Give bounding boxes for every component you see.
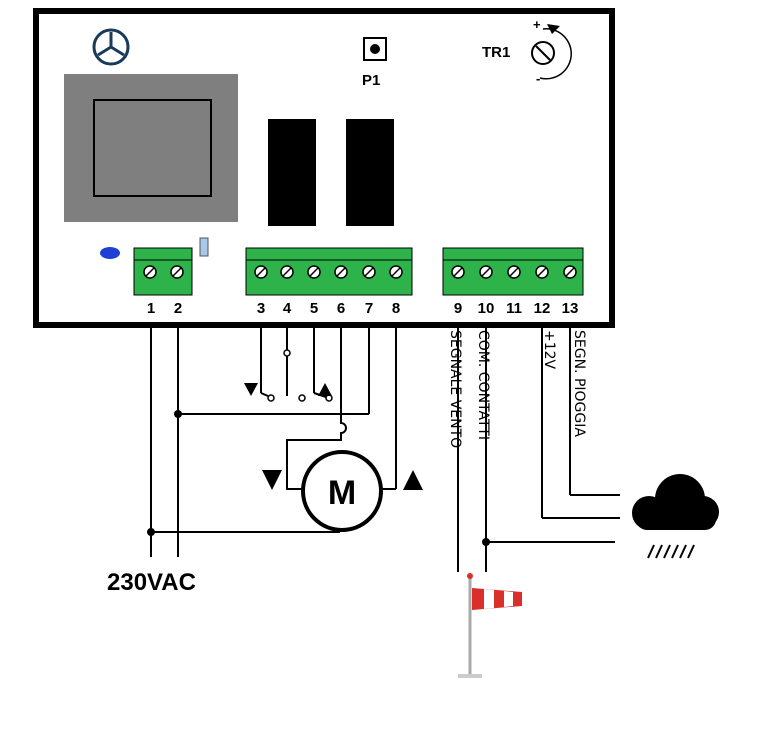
switch-contact <box>298 394 306 402</box>
pushbutton-label: P1 <box>362 72 380 89</box>
terminal-number: 9 <box>454 300 462 317</box>
switch-contact <box>267 394 275 402</box>
up-arrow-icon <box>403 470 423 490</box>
trimmer-plus-sign: + <box>533 17 541 32</box>
wire-junction <box>147 528 155 536</box>
terminal-number: 13 <box>562 300 579 317</box>
sensor-wires <box>457 325 620 572</box>
wire-label-com-contatti: COM. CONTATTI <box>475 330 491 440</box>
direction-switch <box>260 325 342 398</box>
terminal-block-power <box>133 247 193 296</box>
transformer <box>64 74 238 222</box>
fuse-indicator <box>199 237 209 257</box>
wire-junction <box>174 410 182 418</box>
terminal-number: 5 <box>310 300 318 317</box>
switch-contact <box>283 349 291 357</box>
wire-label-plus-12v: +12V <box>541 330 557 370</box>
terminal-block-sensors <box>442 247 584 296</box>
motor-wires <box>286 325 397 490</box>
wire-label-segn-pioggia: SEGN. PIOGGIA <box>571 330 587 437</box>
terminal-number: 12 <box>534 300 551 317</box>
trimmer-icon <box>531 24 572 80</box>
motor-label: M <box>328 474 356 512</box>
pushbutton-p1 <box>363 37 387 61</box>
terminal-block-motor <box>245 247 413 296</box>
terminal-number: 11 <box>506 300 522 317</box>
supply-voltage-label: 230VAC <box>107 569 196 596</box>
terminal-number: 4 <box>283 300 292 317</box>
terminal-number: 7 <box>365 300 373 317</box>
relay-2 <box>346 119 394 226</box>
windsock-icon <box>458 573 522 678</box>
wire-label-segnale-vento: SEGNALE VENTO <box>447 330 463 448</box>
terminal-number: 8 <box>392 300 400 317</box>
terminal-number: 2 <box>174 300 182 317</box>
down-arrow-icon <box>262 470 282 490</box>
trimmer-label: TR1 <box>482 44 510 61</box>
rain-cloud-icon <box>632 474 719 559</box>
trimmer-minus-sign: - <box>536 71 540 86</box>
terminal-number: 6 <box>337 300 345 317</box>
motor-icon <box>301 450 383 532</box>
down-arrow-icon <box>244 383 258 396</box>
fan-icon <box>92 28 130 66</box>
power-led <box>100 247 120 259</box>
terminal-number: 10 <box>478 300 495 317</box>
relay-1 <box>268 119 316 226</box>
terminal-number: 3 <box>257 300 265 317</box>
wire-junction <box>482 538 490 546</box>
up-arrow-icon <box>318 383 332 396</box>
terminal-number: 1 <box>147 300 155 317</box>
